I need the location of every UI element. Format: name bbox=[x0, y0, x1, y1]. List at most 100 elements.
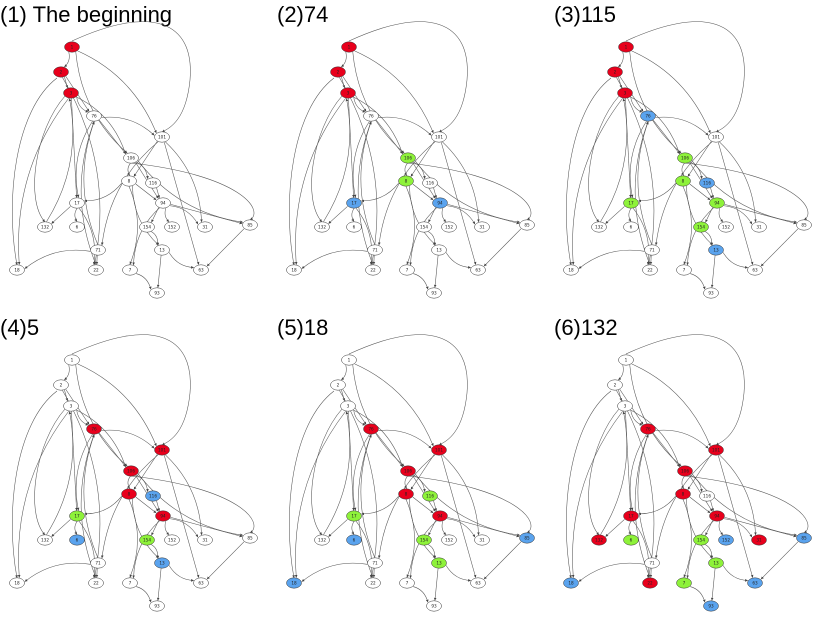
graph-edge bbox=[441, 521, 447, 536]
graph-node-unvisited: 31 bbox=[197, 534, 213, 546]
graph-edge bbox=[156, 255, 162, 288]
graph-node-unvisited: 71 bbox=[90, 244, 106, 256]
graph-node-shape bbox=[155, 197, 171, 209]
graph-node-shape bbox=[426, 287, 442, 299]
graph-node-shape bbox=[139, 534, 155, 546]
graph-edge bbox=[682, 499, 692, 578]
graph-node-label: 94 bbox=[714, 201, 720, 206]
graph-node-visited: 22 bbox=[642, 577, 658, 589]
graph-node-label: 8 bbox=[405, 492, 408, 497]
graph-node-label: 8 bbox=[128, 179, 131, 184]
graph-node-label: 17 bbox=[628, 201, 634, 206]
graph-edge bbox=[722, 565, 748, 582]
graph-edge bbox=[353, 96, 366, 113]
graph-edge bbox=[653, 119, 680, 155]
graph-edge bbox=[413, 586, 429, 603]
graph-node-shape bbox=[642, 577, 658, 589]
graph-node-label: 71 bbox=[95, 248, 101, 253]
graph-edge bbox=[361, 495, 399, 516]
graph-node-unvisited: 7 bbox=[399, 577, 415, 589]
graph-node-unvisited: 71 bbox=[644, 557, 660, 569]
graph-node-frontier: 154 bbox=[416, 534, 432, 546]
graph-node-shape bbox=[286, 577, 302, 589]
graph-node-shape bbox=[63, 400, 79, 412]
graph-node-unvisited: 71 bbox=[367, 244, 383, 256]
graph-edge bbox=[127, 163, 131, 176]
graph-edge bbox=[653, 432, 680, 468]
graph-node-label: 132 bbox=[595, 225, 603, 230]
graph-node-label: 2 bbox=[60, 383, 63, 388]
graph-node-frontier: 17 bbox=[623, 197, 639, 209]
graph-edge bbox=[64, 76, 69, 89]
graph-node-label: 132 bbox=[595, 538, 603, 543]
graph-edge bbox=[311, 95, 343, 223]
graph-node-shape bbox=[193, 264, 209, 276]
graph-node-label: 154 bbox=[143, 538, 151, 543]
graph-edge bbox=[83, 121, 99, 245]
graph-edge bbox=[352, 434, 370, 511]
graph-node-visited: 94 bbox=[709, 510, 725, 522]
graph-node-label: 106 bbox=[404, 469, 412, 474]
graph-edge bbox=[722, 252, 748, 269]
graph-node-shape bbox=[644, 244, 660, 256]
graph-node-label: 101 bbox=[712, 135, 720, 140]
graph-edge bbox=[605, 206, 625, 224]
graph-node-shape bbox=[330, 379, 346, 391]
graph-edge bbox=[413, 273, 429, 290]
graph-node-shape bbox=[693, 534, 709, 546]
graph-edge bbox=[447, 204, 520, 225]
graph-node-unvisited: 116 bbox=[422, 177, 438, 189]
graph-node-shape bbox=[154, 244, 170, 256]
graph-node-frontier: 106 bbox=[400, 152, 416, 164]
graph-node-label: 31 bbox=[756, 538, 762, 543]
graph-node-shape bbox=[441, 534, 457, 546]
graph-edge bbox=[428, 231, 437, 246]
graph-node-shape bbox=[699, 490, 715, 502]
graph-node-current: 76 bbox=[640, 110, 656, 122]
graph-edge bbox=[137, 473, 244, 537]
graph-node-label: 7 bbox=[683, 268, 686, 273]
graph-edge bbox=[588, 408, 620, 536]
graph-edge bbox=[289, 77, 335, 266]
graph-node-shape bbox=[121, 488, 137, 500]
graph-edge bbox=[600, 411, 628, 535]
graph-edge bbox=[566, 77, 612, 266]
graph-edge bbox=[571, 411, 623, 578]
graph-node-unvisited: 63 bbox=[470, 264, 486, 276]
graph-node-label: 116 bbox=[426, 494, 434, 499]
graph-node-shape bbox=[747, 577, 763, 589]
graph-node-label: 93 bbox=[154, 604, 160, 609]
graph-node-unvisited: 93 bbox=[703, 287, 719, 299]
graph-edge bbox=[690, 273, 706, 290]
graph-node-shape bbox=[123, 152, 139, 164]
graph-edge bbox=[289, 390, 335, 579]
graph-node-visited: 76 bbox=[640, 423, 656, 435]
graph-node-label: 1 bbox=[625, 45, 628, 50]
graph-node-shape bbox=[164, 534, 180, 546]
graph-node-visited: 1 bbox=[341, 41, 357, 53]
graph-node-shape bbox=[90, 557, 106, 569]
graph-edge bbox=[163, 142, 200, 265]
graph-edge bbox=[294, 411, 346, 578]
graph-edge bbox=[206, 228, 245, 267]
graph-node-shape bbox=[88, 577, 104, 589]
graph-node-shape bbox=[709, 197, 725, 209]
graph-node-shape bbox=[400, 465, 416, 477]
graph-node-shape bbox=[426, 600, 442, 612]
graph-edge bbox=[339, 77, 378, 265]
graph-edge bbox=[404, 163, 408, 176]
graph-edge bbox=[600, 98, 628, 222]
graph-node-shape bbox=[123, 465, 139, 477]
graph-edge bbox=[34, 408, 66, 536]
graph-node-label: 71 bbox=[372, 561, 378, 566]
graph-node-frontier: 7 bbox=[676, 577, 692, 589]
graph-node-unvisited: 132 bbox=[37, 221, 53, 233]
graph-node-shape bbox=[88, 264, 104, 276]
graph-node-visited: 94 bbox=[155, 510, 171, 522]
graph-node-shape bbox=[145, 490, 161, 502]
graph-node-shape bbox=[563, 577, 579, 589]
graph-node-frontier: 94 bbox=[709, 197, 725, 209]
